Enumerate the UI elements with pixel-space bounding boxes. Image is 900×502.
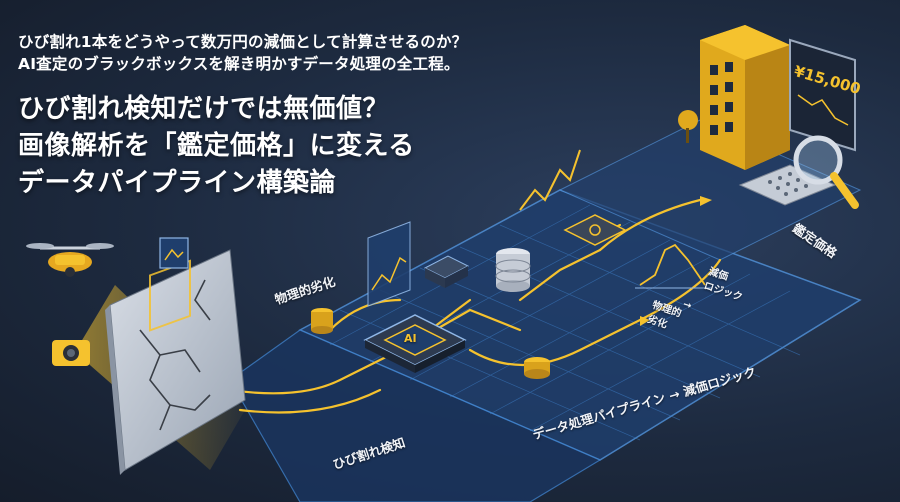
headline-line-2: 画像解析を「鑑定価格」に変える	[18, 131, 415, 161]
server-chip-icon	[423, 255, 470, 288]
magnifier-icon	[793, 135, 859, 209]
blueprint-panel-upper	[558, 119, 862, 261]
ai-chip-label: AI	[404, 332, 417, 345]
headline-line-3: データパイプライン構築論	[18, 168, 337, 198]
coin-stack-icon	[524, 357, 550, 379]
camera	[52, 340, 90, 366]
image-icon	[159, 237, 189, 269]
database-icon	[495, 248, 531, 292]
data-flow-traces	[228, 198, 722, 414]
price-board	[789, 38, 856, 152]
subtitle-line-2: AI査定のブラックボックスを解き明かすデータ処理の全工程。	[18, 55, 460, 73]
building-icon	[678, 25, 790, 170]
headline-line-1: ひび割れ検知だけでは無価値？	[18, 94, 390, 124]
bell-curve-chart	[635, 243, 712, 289]
processor-chip-icon	[563, 214, 627, 246]
calculator-icon	[738, 164, 837, 206]
drone	[26, 243, 114, 277]
cracked-wall	[105, 249, 246, 475]
floating-line-chart	[367, 221, 411, 307]
storage-cylinder-icon	[311, 308, 333, 334]
upper-line-chart	[519, 149, 581, 211]
subtitle-line-1: ひび割れ1本をどうやって数万円の減価として計算させるのか？	[18, 33, 468, 51]
ai-chip	[363, 314, 467, 373]
